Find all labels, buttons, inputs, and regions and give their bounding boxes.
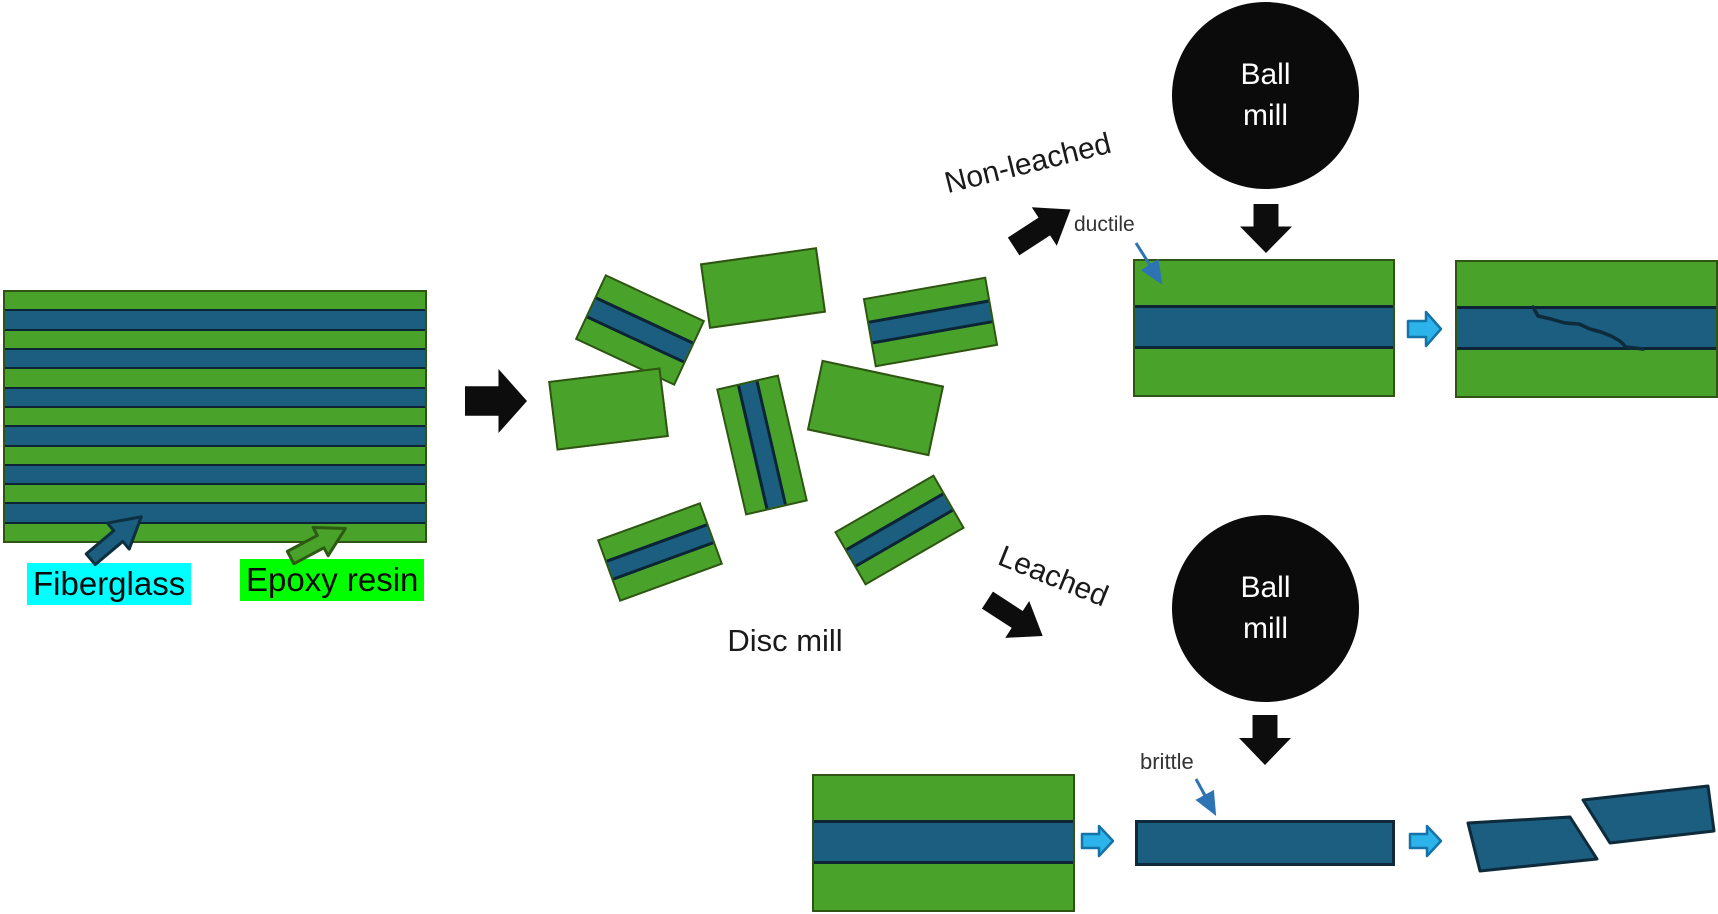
disc-mill-flow-arrow-icon: [465, 369, 527, 433]
brittle-label: brittle: [1140, 749, 1194, 774]
epoxy-fragment: [806, 359, 945, 457]
ball-mill-bottom-down-arrow-icon: [1239, 715, 1291, 765]
ball-mill-top-down-arrow-icon: [1240, 204, 1292, 253]
fiberglass-label: Fiberglass: [27, 563, 192, 605]
leached-laminate: [812, 774, 1075, 912]
laminate-layer-fiberglass: [5, 465, 425, 484]
laminate-fiberglass-layer: [1135, 305, 1393, 349]
broken-fiberglass-fragment: [1466, 815, 1599, 873]
laminate-layer-epoxy: [5, 485, 425, 503]
laminate-fragment: [862, 276, 999, 368]
laminate-fiberglass-layer: [814, 820, 1073, 864]
laminate-layer-fiberglass: [5, 349, 425, 368]
epoxy-resin-label: Epoxy resin: [240, 559, 425, 601]
ball-mill-top-label: Ball mill: [1240, 58, 1291, 132]
laminate-epoxy-layer: [814, 776, 1073, 821]
non-leached-arrow-icon: [1001, 190, 1083, 266]
laminate-epoxy-layer: [1457, 262, 1716, 307]
laminate-epoxy-layer: [1135, 261, 1393, 306]
ball-mill-bottom-label: Ball mill: [1240, 571, 1291, 645]
laminate-fragment: [834, 474, 965, 586]
laminate-layer-epoxy: [5, 292, 425, 310]
leached-arrow-icon: [975, 582, 1054, 655]
source-laminate: [3, 290, 427, 543]
cyan-arrow-icon: [1408, 824, 1443, 858]
ductile-label: ductile: [1074, 213, 1135, 236]
laminate-layer-epoxy: [5, 369, 425, 387]
laminate-fragment: [597, 502, 723, 602]
ball-mill-bottom: Ball mill: [1172, 515, 1359, 702]
laminate-fragment-vertical: [716, 374, 808, 516]
laminate-epoxy-layer: [1457, 349, 1716, 396]
laminate-layer-fiberglass: [5, 504, 425, 522]
laminate-layer-fiberglass: [5, 388, 425, 406]
epoxy-fragment: [699, 247, 827, 329]
disc-mill-label: Disc mill: [727, 623, 843, 658]
non-leached-laminate: [1133, 259, 1395, 397]
laminate-layer-fiberglass: [5, 311, 425, 329]
cracked-laminate: [1455, 260, 1718, 398]
laminate-layer-epoxy: [5, 330, 425, 348]
laminate-layer-epoxy: [5, 523, 425, 542]
broken-fiberglass-fragment: [1581, 784, 1716, 845]
cyan-arrow-icon: [1080, 824, 1115, 858]
brittle-fiberglass-strip: [1135, 820, 1395, 866]
laminate-layer-fiberglass: [5, 427, 425, 445]
non-leached-label: Non-leached: [941, 126, 1115, 201]
brittle-pointer-arrow-icon: [1194, 778, 1217, 816]
cyan-arrow-icon: [1406, 310, 1443, 348]
laminate-fiberglass-layer: [1457, 306, 1716, 350]
ball-mill-top: Ball mill: [1172, 2, 1359, 189]
laminate-layer-epoxy: [5, 446, 425, 464]
laminate-epoxy-layer: [1135, 348, 1393, 395]
laminate-epoxy-layer: [814, 863, 1073, 910]
laminate-layer-epoxy: [5, 407, 425, 426]
epoxy-fragment: [548, 367, 669, 451]
